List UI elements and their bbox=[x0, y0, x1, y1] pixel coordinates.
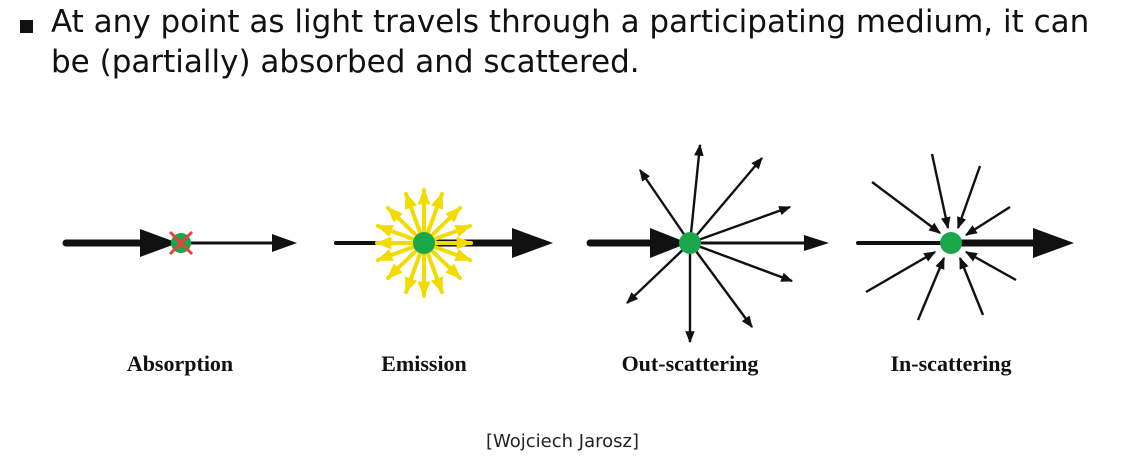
outgoing-beam-head bbox=[512, 228, 553, 258]
scattering-particle bbox=[679, 232, 701, 254]
panel-label-in-scattering: In-scattering bbox=[891, 351, 1012, 376]
absorption-panel: Absorption bbox=[62, 229, 297, 376]
emitting-particle bbox=[413, 232, 435, 254]
panel-label-absorption: Absorption bbox=[127, 351, 233, 376]
in-scattering-panel: In-scattering bbox=[856, 153, 1074, 376]
panel-label-out-scattering: Out-scattering bbox=[622, 351, 759, 376]
outgoing-beam-head bbox=[804, 235, 829, 251]
bullet-square-icon bbox=[20, 20, 33, 33]
out-scattering-panel: Out-scattering bbox=[586, 143, 829, 376]
panel-label-emission: Emission bbox=[381, 351, 467, 376]
absorption-cross-icon bbox=[168, 230, 194, 256]
bullet-text: At any point as light travels through a … bbox=[51, 4, 1090, 80]
scattering-particle bbox=[940, 232, 962, 254]
scattered-rays bbox=[626, 143, 794, 344]
incoming-beam-head bbox=[650, 228, 688, 258]
emission-panel: Emission bbox=[334, 188, 553, 376]
outgoing-beam-head bbox=[272, 234, 297, 252]
image-credit: [Wojciech Jarosz] bbox=[486, 431, 639, 452]
incoming-beam-head bbox=[140, 229, 178, 257]
in-scattered-rays bbox=[865, 153, 1017, 321]
light-interaction-diagram: Absorption Emission bbox=[62, 143, 1074, 376]
outgoing-beam-head bbox=[1033, 228, 1074, 258]
